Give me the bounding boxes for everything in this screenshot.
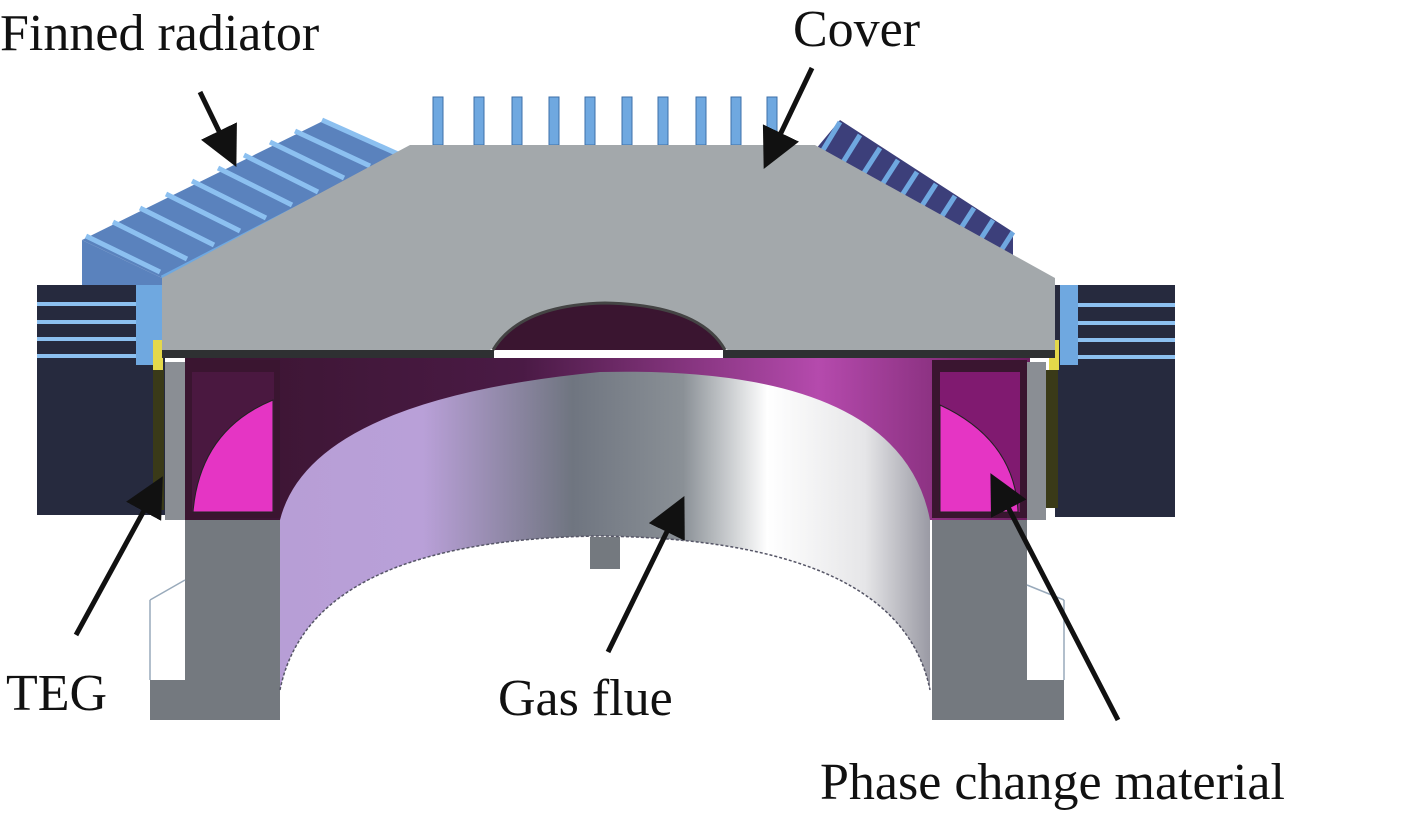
teg-left (153, 340, 185, 520)
pcm-left (185, 360, 280, 518)
arrow-finned-radiator (197, 90, 237, 167)
label-cover: Cover (793, 1, 921, 58)
cover (162, 145, 1055, 358)
arrow-teg (73, 476, 163, 637)
top-fins (432, 96, 778, 146)
label-finned-radiator: Finned radiator (0, 5, 320, 62)
label-teg: TEG (6, 665, 108, 722)
label-gas-flue: Gas flue (498, 670, 673, 727)
teg-right (1027, 340, 1059, 520)
arrow-cover (762, 66, 815, 170)
arrow-pcm (990, 473, 1121, 722)
pcm-right (932, 360, 1027, 518)
callout-arrows (73, 66, 1121, 722)
gas-flue (279, 371, 931, 691)
pedestals (149, 520, 1065, 720)
label-phase-change-material: Phase change material (820, 754, 1285, 811)
arrow-gas-flue (605, 496, 685, 654)
right-heat-sink (1055, 285, 1175, 517)
left-heat-sink (37, 285, 165, 515)
